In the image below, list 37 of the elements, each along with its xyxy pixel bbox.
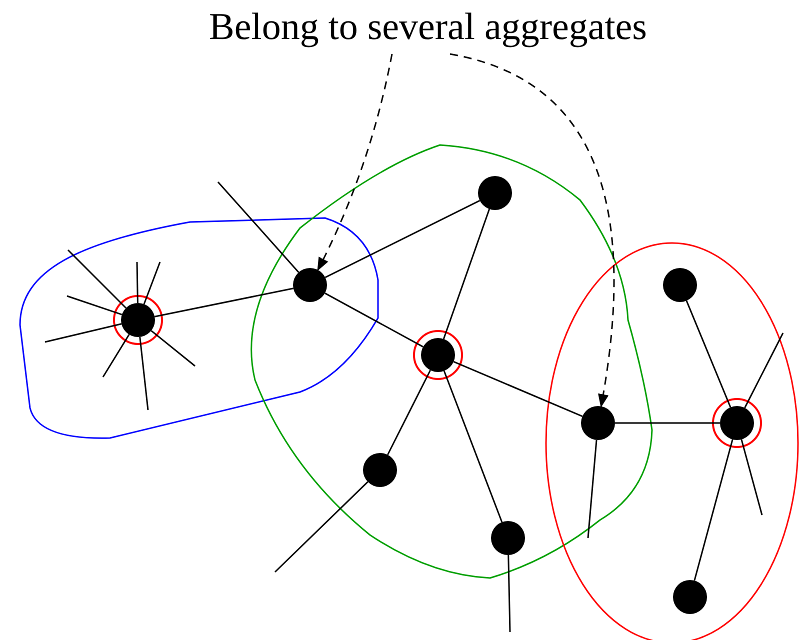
graph-node [581,406,615,440]
link-line [587,440,598,538]
link-line [324,200,480,278]
link-line [136,262,138,304]
graph-node [491,521,525,555]
link-line [508,554,511,632]
graph-node [478,176,512,210]
link-line [274,481,368,573]
link-line [686,300,732,408]
link-line [44,323,122,343]
link-line [154,288,294,318]
link-line [453,360,583,418]
link-line [139,336,149,410]
link-line [694,439,734,581]
link-line [66,295,122,316]
dashed-arrow [450,53,614,408]
link-line [443,370,503,522]
annotation-text: Belong to several aggregates [150,2,706,52]
dashed-arrow [317,54,393,272]
link-line [143,262,161,304]
link-line [615,422,720,424]
graph-node [293,268,327,302]
graph-node [363,453,397,487]
link-line [740,439,763,516]
graph-node [663,268,697,302]
link-line [386,370,432,456]
graph-node [121,303,155,337]
link-line [324,292,424,348]
graph-node [720,406,754,440]
graph-node [421,338,455,372]
link-line [217,182,300,273]
link-line [67,249,127,309]
graph-node [673,580,707,614]
link-line [442,208,490,340]
link-line [744,332,784,408]
link-line [102,334,130,378]
link-line [150,330,196,367]
